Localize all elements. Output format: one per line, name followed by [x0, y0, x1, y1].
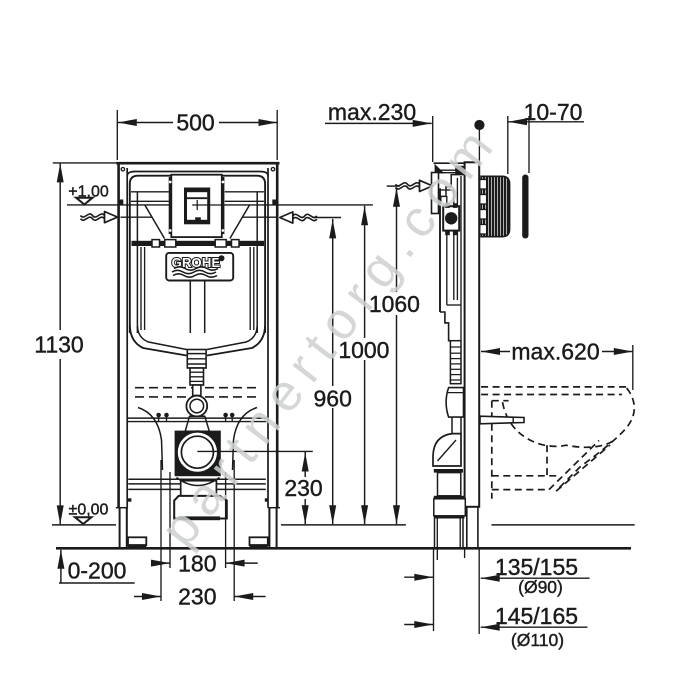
- svg-text:(Ø110): (Ø110): [511, 630, 564, 650]
- svg-text:+1,00: +1,00: [68, 183, 109, 200]
- svg-text:1000: 1000: [338, 337, 389, 363]
- svg-text:max.620: max.620: [511, 339, 599, 365]
- svg-text:145/165: 145/165: [495, 603, 578, 629]
- svg-text:(Ø90): (Ø90): [518, 577, 563, 597]
- svg-text:1060: 1060: [369, 291, 420, 317]
- svg-text:max.230: max.230: [328, 99, 416, 125]
- svg-text:230: 230: [178, 584, 216, 610]
- svg-text:10-70: 10-70: [524, 99, 583, 125]
- svg-text:0-200: 0-200: [68, 558, 127, 584]
- svg-text:135/155: 135/155: [495, 554, 578, 580]
- svg-text:±0,00: ±0,00: [69, 502, 109, 519]
- svg-text:960: 960: [314, 385, 352, 411]
- svg-text:230: 230: [284, 475, 322, 501]
- svg-text:180: 180: [178, 550, 216, 576]
- svg-text:GROHE: GROHE: [172, 255, 221, 270]
- svg-text:500: 500: [176, 110, 214, 136]
- svg-text:1130: 1130: [34, 332, 83, 358]
